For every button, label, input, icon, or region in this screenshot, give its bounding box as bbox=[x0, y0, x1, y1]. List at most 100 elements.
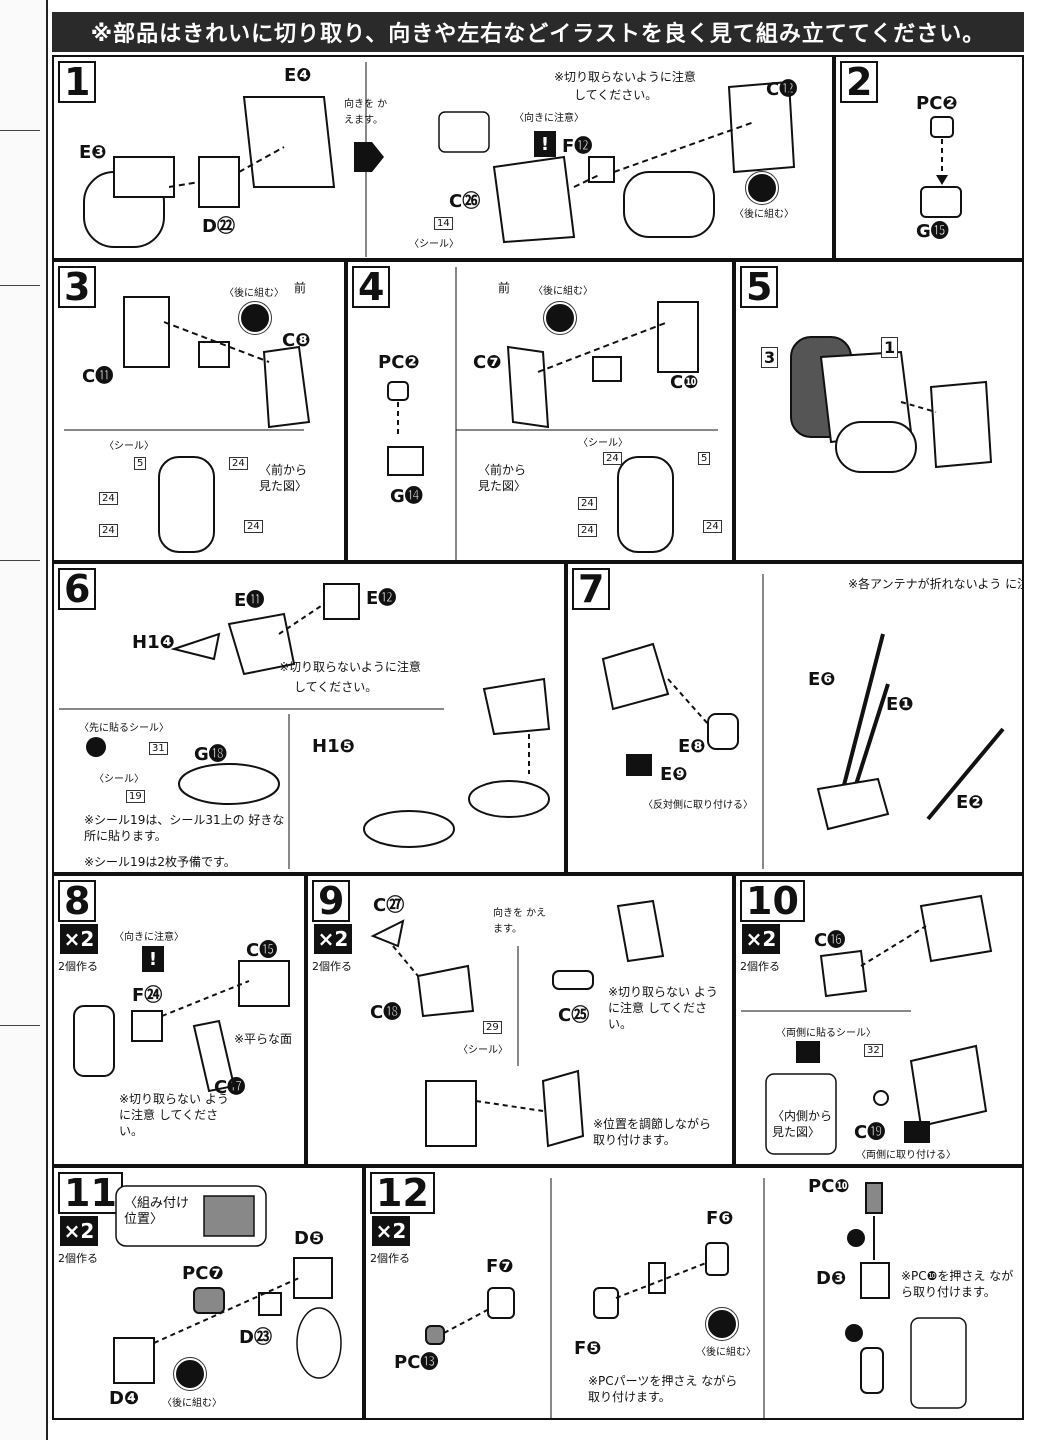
seal-number: 24 bbox=[244, 520, 263, 533]
step-7-illustration bbox=[601, 574, 1005, 869]
step-11-illustration bbox=[113, 1185, 342, 1384]
part-label: D㉒ bbox=[202, 216, 235, 237]
part-label: C❼ bbox=[473, 352, 502, 373]
part-label: C⓱ bbox=[214, 1077, 246, 1098]
part-label: E❽ bbox=[678, 736, 706, 757]
part-label: C⓳ bbox=[854, 1122, 886, 1143]
step-6-panel: 6 E⓫ E⓬ H1❹ G⓲ H1❺ ※切り取らないように注意 してください。 … bbox=[52, 562, 566, 874]
part-label: F㉔ bbox=[132, 985, 163, 1006]
part-label: G⓮ bbox=[390, 486, 423, 507]
seal-number: 5 bbox=[698, 452, 711, 465]
step-12-panel: 12 ×2 2個作る F❼ PC⓭ F❻ F❺ PC❿ D❸ 〈後に組む〉 ※P… bbox=[364, 1166, 1024, 1420]
part-label: D❹ bbox=[109, 1388, 140, 1409]
step-4-panel: 4 PC❷ G⓮ C❼ C❿ 〈後に組む〉 前 〈前から 見た図〉 24 5 2… bbox=[346, 260, 734, 562]
step-number: 6 bbox=[58, 568, 97, 610]
seal-number: 14 bbox=[434, 217, 453, 230]
step-number: 5 bbox=[740, 266, 779, 308]
position-note: 〈組み付け 位置〉 bbox=[124, 1196, 190, 1227]
part-label: C⓯ bbox=[246, 940, 278, 961]
part-label: H1❺ bbox=[312, 736, 355, 757]
seal-label: 〈シール〉 bbox=[578, 438, 628, 449]
step-number: 7 bbox=[572, 568, 611, 610]
pc-note: ※PCパーツを押さえ ながら取り付けます。 bbox=[588, 1374, 738, 1404]
quantity-badge: ×2 bbox=[60, 924, 98, 954]
seal-number: 24 bbox=[578, 497, 597, 510]
part-label: F❼ bbox=[486, 1256, 514, 1277]
part-label: PC❼ bbox=[182, 1263, 224, 1284]
front-note: 前 bbox=[498, 281, 511, 295]
seal-label: 〈シール〉 bbox=[409, 239, 459, 250]
pc10-note: ※PC❿を押さえ ながら取り付けます。 bbox=[901, 1269, 1014, 1299]
part-label: E❷ bbox=[956, 792, 984, 813]
ref-step-box: 3 bbox=[761, 347, 779, 368]
part-label: E❾ bbox=[660, 764, 688, 785]
cut-note-line1: ※切り取らないように注意 bbox=[554, 70, 696, 84]
step-number: 1 bbox=[58, 61, 97, 103]
step-number: 4 bbox=[352, 266, 391, 308]
cut-note: ※切り取らない ように注意 してください。 bbox=[608, 985, 718, 1031]
step-number: 9 bbox=[312, 880, 351, 922]
part-label: C❽ bbox=[282, 330, 311, 351]
part-label: C㉗ bbox=[373, 895, 405, 916]
seal-number: 29 bbox=[483, 1021, 502, 1034]
quantity-badge: ×2 bbox=[60, 1216, 98, 1246]
part-label: PC❷ bbox=[378, 352, 420, 373]
part-label: D❺ bbox=[294, 1228, 325, 1249]
part-label: H1❹ bbox=[132, 632, 175, 653]
part-label: D❸ bbox=[816, 1268, 847, 1289]
step-number: 11 bbox=[58, 1172, 123, 1214]
part-label: C㉖ bbox=[449, 191, 481, 212]
step-3-panel: 3 C❽ C⓫ 〈後に組む〉 前 〈シール〉 5 24 24 24 24 〈前か… bbox=[52, 260, 346, 562]
quantity-badge: ×2 bbox=[742, 924, 780, 954]
cut-note-line1: ※切り取らないように注意 bbox=[279, 660, 421, 674]
turn-note: 向きを かえます。 bbox=[493, 908, 547, 935]
later-note: 〈後に組む〉 bbox=[162, 1398, 222, 1409]
step-1-illustration bbox=[83, 62, 796, 257]
make-two-note: 2個作る bbox=[740, 960, 780, 973]
step-12-illustration bbox=[425, 1178, 967, 1418]
seal-note: ※シール19は、シール31上の 好きな所に貼ります。 bbox=[84, 813, 285, 843]
part-label: F❻ bbox=[706, 1208, 734, 1229]
later-note: 〈後に組む〉 bbox=[224, 288, 284, 299]
later-note: 〈後に組む〉 bbox=[533, 286, 593, 297]
part-label: E⓫ bbox=[234, 590, 265, 611]
part-label: E❹ bbox=[284, 65, 312, 86]
both-seal-label: 〈両側に貼るシール〉 bbox=[776, 1028, 876, 1039]
part-label: E❻ bbox=[808, 669, 836, 690]
part-label: PC❷ bbox=[916, 93, 958, 114]
seal-number: 24 bbox=[578, 524, 597, 537]
step-1-panel: 1 E❹ E❸ D㉒ C⓬ F⓬ C㉖ ! 向きを かえます。 ※切り取らないよ… bbox=[52, 55, 834, 260]
cut-note-line2: してください。 bbox=[574, 88, 658, 102]
make-two-note: 2個作る bbox=[58, 960, 98, 973]
seal-number: 24 bbox=[703, 520, 722, 533]
step-2-panel: 2 PC❷ G⓯ bbox=[834, 55, 1024, 260]
orient-note: 〈向きに注意〉 bbox=[514, 113, 584, 124]
step-8-panel: 8 ×2 2個作る ! 〈向きに注意〉 C⓯ F㉔ C⓱ ※平らな面 ※切り取ら… bbox=[52, 874, 306, 1166]
both-attach-note: 〈両側に取り付ける〉 bbox=[856, 1150, 956, 1161]
orient-note: 〈向きに注意〉 bbox=[114, 932, 184, 943]
part-label: C⓫ bbox=[82, 366, 114, 387]
part-label: C⓬ bbox=[766, 79, 798, 100]
make-two-note: 2個作る bbox=[58, 1252, 98, 1265]
part-label: C⓰ bbox=[814, 930, 846, 951]
step-3-illustration bbox=[64, 296, 311, 553]
cut-note-line2: してください。 bbox=[294, 680, 378, 694]
part-label: G⓲ bbox=[194, 744, 227, 765]
adjust-note: ※位置を調節しながら 取り付けます。 bbox=[593, 1117, 712, 1147]
inside-view-note: 〈内側から 見た図〉 bbox=[772, 1109, 833, 1139]
step-number: 8 bbox=[58, 880, 97, 922]
step-4-illustration bbox=[387, 267, 718, 560]
seal-number: 32 bbox=[864, 1044, 883, 1057]
part-label: F❺ bbox=[574, 1338, 602, 1359]
make-two-note: 2個作る bbox=[312, 960, 352, 973]
part-label: D㉓ bbox=[239, 1327, 272, 1348]
part-label: E⓬ bbox=[366, 588, 397, 609]
step-6-illustration bbox=[59, 583, 551, 869]
step-10-panel: 10 ×2 2個作る C⓰ C⓳ 〈両側に貼るシール〉 32 〈内側から 見た図… bbox=[734, 874, 1024, 1166]
front-view-note: 〈前から 見た図〉 bbox=[478, 463, 527, 493]
seal-label: 〈シール〉 bbox=[104, 441, 154, 452]
later-dot-icon bbox=[543, 301, 577, 335]
part-label: C❿ bbox=[670, 372, 699, 393]
seal-number: 5 bbox=[134, 457, 147, 470]
cut-note: ※切り取らない ように注意 してください。 bbox=[119, 1092, 229, 1138]
